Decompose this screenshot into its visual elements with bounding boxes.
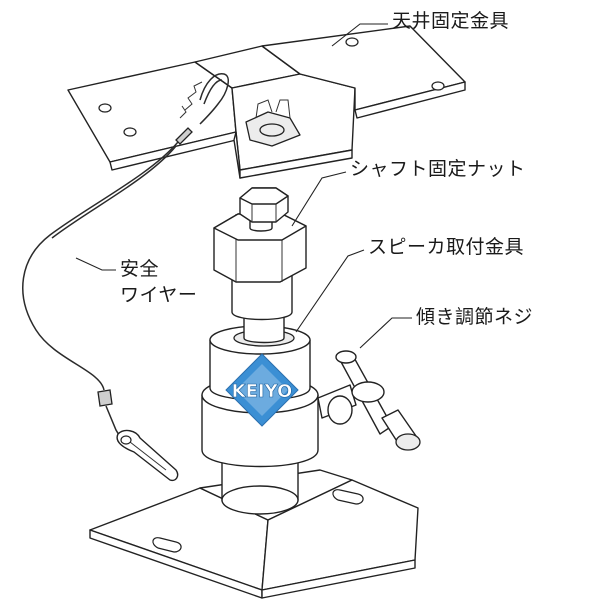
label-speaker-bracket: スピーカ取付金具 [368,236,525,258]
logo-text: KEIYO [232,381,293,402]
leader-lines [75,23,412,349]
safety-wire [22,73,229,482]
label-shaft-nut: シャフト固定ナット [350,158,526,180]
label-ceiling-bracket: 天井固定金具 [392,10,510,32]
label-safety-wire-line1: 安全 [120,258,160,280]
ceiling-bracket [67,25,466,179]
tilt-adjust-screw [317,350,421,451]
label-safety-wire-line2: ワイヤー [120,284,198,306]
keiyo-logo: KEIYO [225,353,299,427]
shaft-assembly [201,187,319,515]
label-tilt-screw: 傾き調節ネジ [416,306,534,328]
